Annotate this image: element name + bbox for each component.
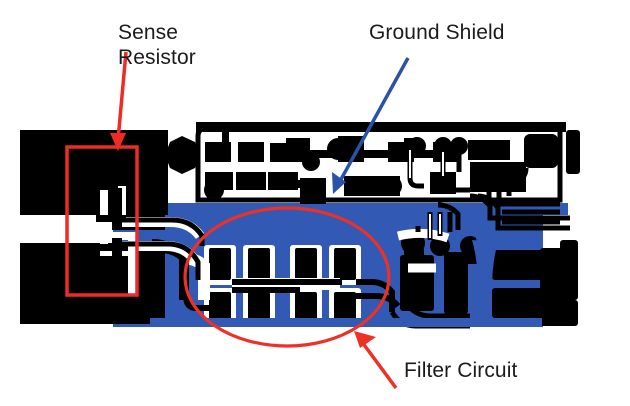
label-sense-resistor: Sense Resistor xyxy=(118,21,196,69)
upper-smd-pads xyxy=(204,122,459,204)
label-filter-circuit: Filter Circuit xyxy=(404,359,518,382)
label-ground-shield: Ground Shield xyxy=(369,21,505,44)
via-octagon xyxy=(165,136,200,174)
filter-circuit-arrow-shaft xyxy=(360,340,398,390)
filter-circuit-pads xyxy=(151,239,401,326)
top-copper-spine xyxy=(196,122,566,132)
callout-sense-resistor xyxy=(65,51,139,297)
callout-ground-shield xyxy=(332,57,410,194)
sense-resistor-arrow-head xyxy=(110,133,126,151)
sense-resistor-highlight-rectangle xyxy=(65,145,139,297)
ground-shield-arrow-head xyxy=(332,172,346,194)
ground-plane-edge xyxy=(150,318,542,327)
filter-circuit-arrow-head xyxy=(354,331,376,348)
callout-filter-circuit xyxy=(183,206,398,390)
sense-resistor-traces xyxy=(96,188,205,298)
filter-circuit-highlight-ellipse xyxy=(183,206,391,348)
ground-shield-arrow-shaft xyxy=(337,57,410,184)
sense-resistor-arrow-shaft xyxy=(116,51,128,141)
